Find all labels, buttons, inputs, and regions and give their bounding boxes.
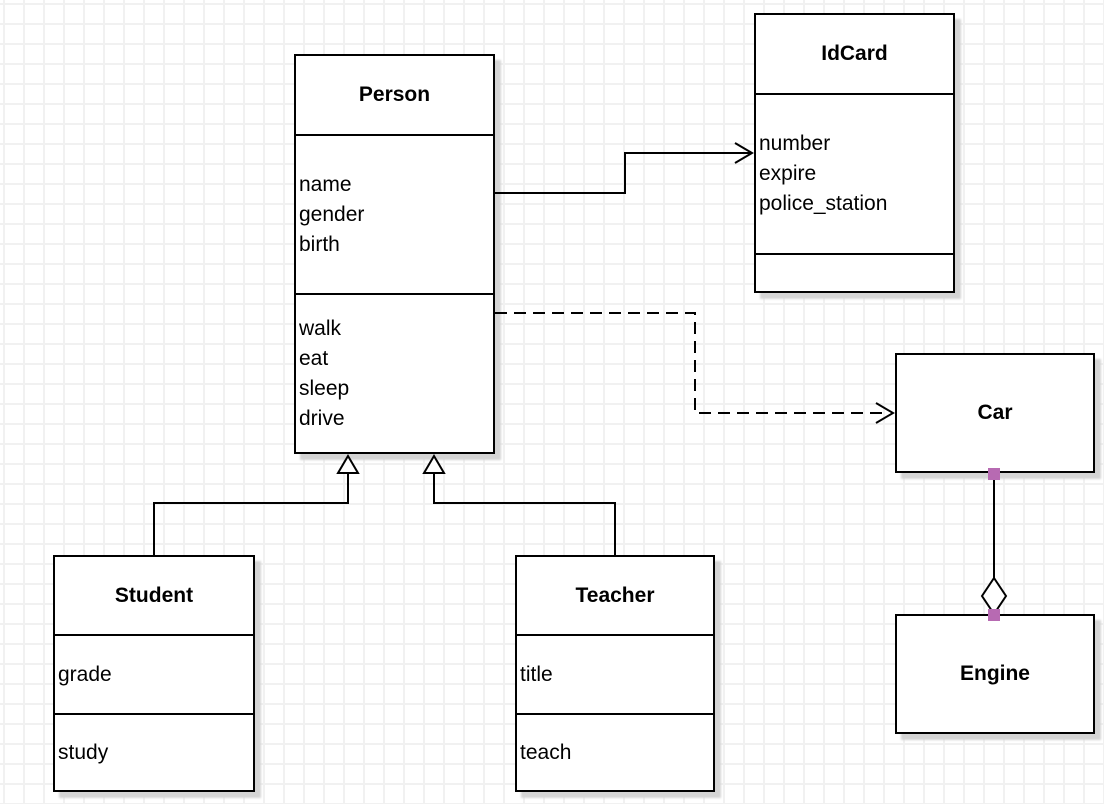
class-person-methods-section: walk eat sleep drive	[296, 293, 493, 452]
class-student[interactable]: Student grade study	[53, 555, 255, 792]
class-person[interactable]: Person name gender birth walk eat sleep …	[294, 54, 495, 454]
class-teacher-title: Teacher	[575, 583, 655, 607]
class-student-methods-section: study	[55, 713, 253, 790]
class-person-title: Person	[358, 83, 431, 106]
generalization-teacher-person[interactable]	[422, 454, 616, 555]
dependency-person-car[interactable]	[495, 312, 895, 424]
attribute: number	[759, 132, 831, 155]
association-person-idcard[interactable]	[495, 142, 754, 194]
hollow-diamond-icon	[980, 576, 1008, 616]
attribute: expire	[759, 162, 817, 185]
association-line	[495, 152, 750, 194]
class-car-title: Car	[977, 401, 1013, 424]
class-person-attributes-section: name gender birth	[296, 134, 493, 293]
dependency-dashed-line	[495, 312, 883, 414]
class-student-attributes-section: grade	[55, 634, 253, 713]
attribute: name	[299, 172, 352, 196]
generalization-line	[153, 473, 349, 555]
generalization-line	[433, 473, 616, 555]
class-teacher-attributes-section: title	[517, 634, 713, 713]
class-idcard-attributes-section: number expire police_station	[756, 93, 953, 253]
aggregation-car-engine[interactable]	[980, 468, 1008, 621]
method: walk	[299, 316, 342, 340]
class-teacher[interactable]: Teacher title teach	[515, 555, 715, 792]
method: study	[58, 740, 109, 764]
hollow-triangle-icon	[336, 454, 360, 474]
method: drive	[299, 406, 345, 430]
open-arrowhead-icon	[875, 402, 895, 424]
attribute: title	[520, 662, 553, 686]
class-engine[interactable]: Engine	[895, 614, 1095, 734]
generalization-student-person[interactable]	[153, 454, 360, 555]
class-idcard-methods-section	[756, 253, 953, 291]
class-idcard[interactable]: IdCard number expire police_station	[754, 13, 955, 293]
connection-point[interactable]	[988, 609, 1000, 621]
hollow-triangle-icon	[422, 454, 446, 474]
attribute: birth	[299, 232, 340, 256]
class-idcard-title: IdCard	[821, 42, 888, 65]
method: eat	[299, 346, 329, 370]
method: sleep	[299, 376, 350, 400]
attribute: gender	[299, 202, 365, 226]
attribute: police_station	[759, 192, 888, 215]
method: teach	[520, 740, 572, 764]
open-arrowhead-icon	[734, 142, 754, 164]
class-teacher-methods-section: teach	[517, 713, 713, 790]
class-engine-title: Engine	[959, 662, 1030, 685]
class-student-title: Student	[114, 583, 194, 607]
attribute: grade	[58, 662, 112, 686]
connection-point[interactable]	[988, 468, 1000, 480]
